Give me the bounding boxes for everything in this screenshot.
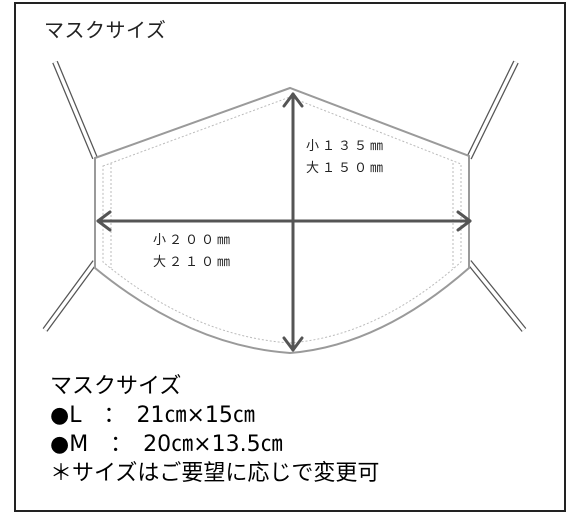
size-note: ＊サイズはご要望に応じで変更可: [50, 461, 380, 486]
info-title: マスクサイズ: [50, 374, 182, 399]
size-m: ●M ： 20㎝×13.5㎝: [50, 432, 283, 457]
height-dimension-label: 小１３５㎜ 大１５０㎜: [306, 136, 386, 180]
diagram-title: マスクサイズ: [44, 18, 167, 42]
width-small: 小２００㎜: [153, 233, 234, 248]
mask-stitch-line: [102, 96, 462, 344]
width-large: 大２１０㎜: [153, 255, 234, 270]
height-large: 大１５０㎜: [306, 161, 387, 176]
width-arrow: [96, 210, 472, 232]
size-info: マスクサイズ ●L ： 21㎝×15㎝ ●M ： 20㎝×13.5㎝ ＊サイズは…: [50, 372, 379, 488]
width-dimension-label: 小２００㎜ 大２１０㎜: [153, 230, 233, 274]
size-l: ●L ： 21㎝×15㎝: [50, 403, 255, 428]
height-small: 小１３５㎜: [306, 139, 387, 154]
